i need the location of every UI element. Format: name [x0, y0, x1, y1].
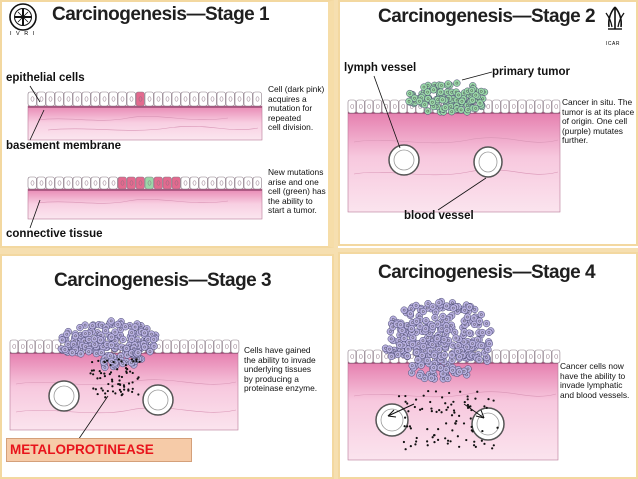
stage-3-title: Carcinogenesis—Stage 3: [54, 270, 272, 291]
primary-tumor-cells: [405, 79, 489, 116]
stage-3-tissue: [9, 317, 240, 447]
proteinase-dots: [89, 358, 141, 399]
stage-2-tissue: [347, 79, 561, 213]
epithelial-cell-row-mutated: [27, 176, 262, 190]
stage-2-pointer-lines: [373, 71, 493, 211]
label-lymph-vessel: lymph vessel: [344, 62, 417, 74]
stage-2-title: Carcinogenesis—Stage 2: [378, 6, 596, 27]
ivri-logo: [9, 3, 37, 31]
invasion-dots: [397, 389, 499, 451]
callout-pointer-line: [73, 395, 109, 447]
label-basement-membrane: basement membrane: [6, 140, 122, 152]
metastatic-tumor-cells: [381, 297, 495, 383]
panel-divider-vertical: [334, 0, 338, 479]
stage-1-tissue-bottom: [27, 176, 263, 220]
label-blood-vessel: blood vessel: [404, 210, 474, 222]
label-primary-tumor: primary tumor: [492, 66, 570, 78]
icar-logo-caption: ICAR: [606, 41, 620, 47]
label-epithelial-cells: epithelial cells: [6, 72, 85, 84]
arrow-to-lymph: [387, 403, 415, 417]
icar-logo: [605, 6, 625, 30]
stage-4-tissue: [347, 297, 561, 461]
stage-1-pointer-lines: [29, 85, 45, 229]
label-connective-tissue: connective tissue: [6, 228, 103, 240]
stage-1-tissue-top: [27, 91, 263, 141]
metaloproteinase-callout: METALOPROTINEASE: [6, 438, 192, 462]
ivri-logo-caption: I V R I: [10, 31, 36, 37]
arrowhead-lymph-icon: [387, 409, 397, 418]
stage-1-title: Carcinogenesis—Stage 1: [52, 4, 270, 25]
epithelial-cell-row: [27, 91, 262, 107]
arrow-to-blood: [463, 403, 485, 419]
arrowhead-blood-icon: [475, 409, 485, 419]
stage-4-title: Carcinogenesis—Stage 4: [378, 262, 596, 283]
panel-divider-horizontal: [0, 248, 638, 254]
invading-tumor-cells: [57, 317, 160, 371]
